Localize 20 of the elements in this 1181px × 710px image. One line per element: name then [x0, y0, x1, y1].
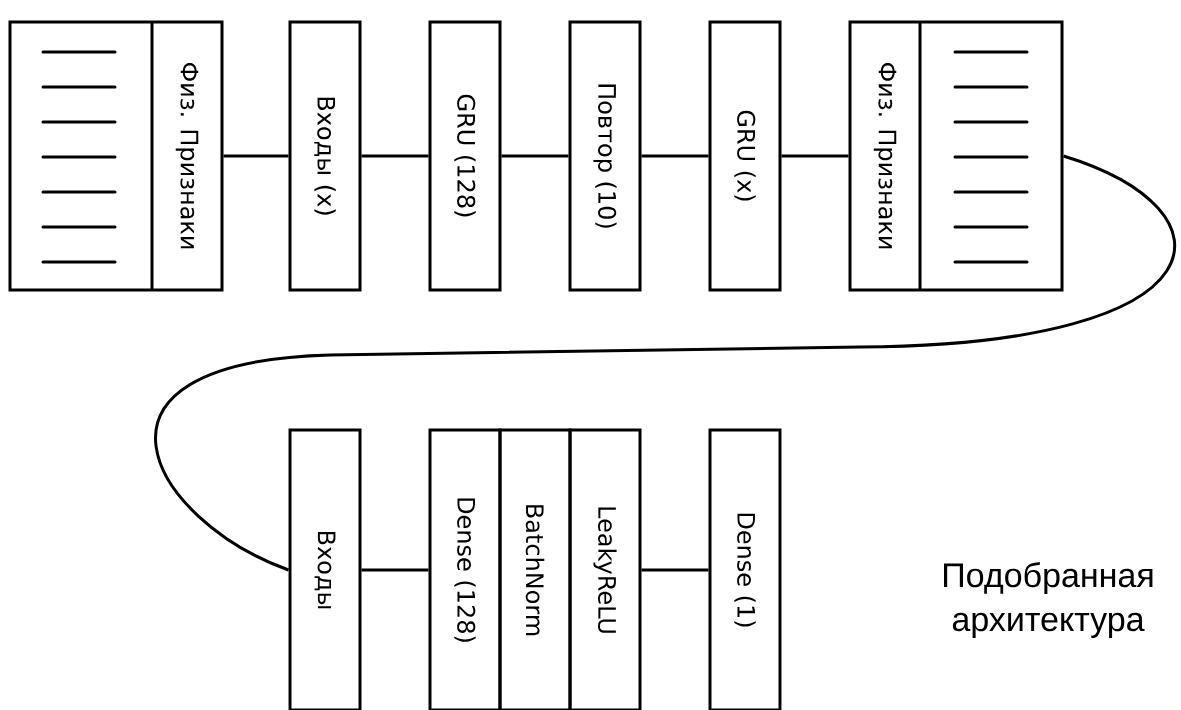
layer-box: Входы [288, 428, 362, 710]
connector-line [501, 154, 569, 158]
feature-panel: Физ. Признаки [8, 20, 224, 292]
layer-box: LeakyReLU [568, 428, 642, 710]
connector-line [361, 568, 429, 572]
layer-box: GRU (128) [428, 20, 502, 292]
connector-line [223, 154, 289, 158]
connector-line [781, 154, 849, 158]
layer-box: BatchNorm [498, 428, 572, 710]
feature-panel: Физ. Признаки [848, 20, 1064, 292]
layer-box: Входы (x) [288, 20, 362, 292]
layer-box: Повтор (10) [568, 20, 642, 292]
connector-line [641, 568, 709, 572]
caption-text: Подобранная архитектура [944, 562, 1153, 638]
connector-line [155, 154, 1176, 572]
layer-box: Dense (1) [708, 428, 782, 710]
connector-line [361, 154, 429, 158]
layer-box: Dense (128) [428, 428, 502, 710]
connector-line [641, 154, 709, 158]
layer-box: GRU (x) [708, 20, 782, 292]
